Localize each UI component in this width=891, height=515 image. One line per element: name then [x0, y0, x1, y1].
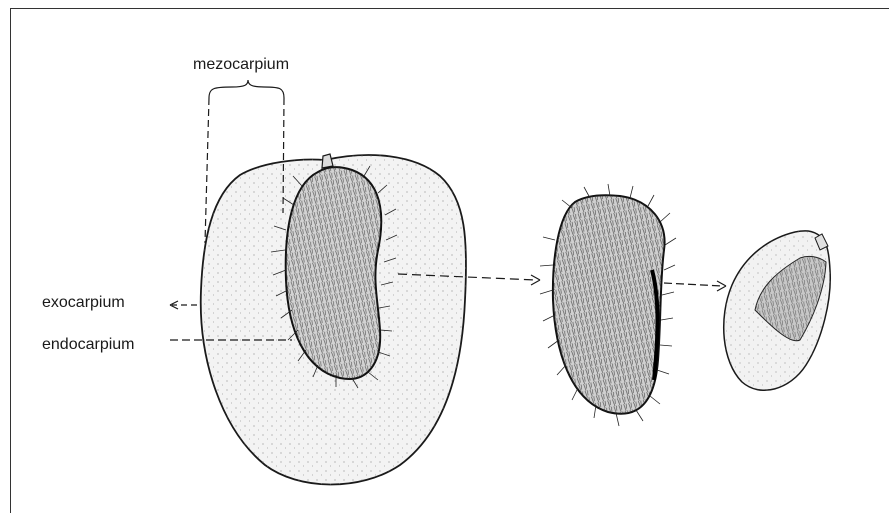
mezocarpium-label: mezocarpium: [193, 57, 289, 73]
separated-stone: [540, 184, 676, 426]
stem: [322, 154, 333, 168]
whole-fruit: [201, 154, 466, 485]
exocarpium-label: exocarpium: [42, 295, 125, 311]
arrow-to-seed: [664, 281, 726, 291]
seed: [724, 231, 831, 390]
exocarpium-pointer: [170, 301, 197, 309]
endocarpium-label: endocarpium: [42, 337, 135, 353]
